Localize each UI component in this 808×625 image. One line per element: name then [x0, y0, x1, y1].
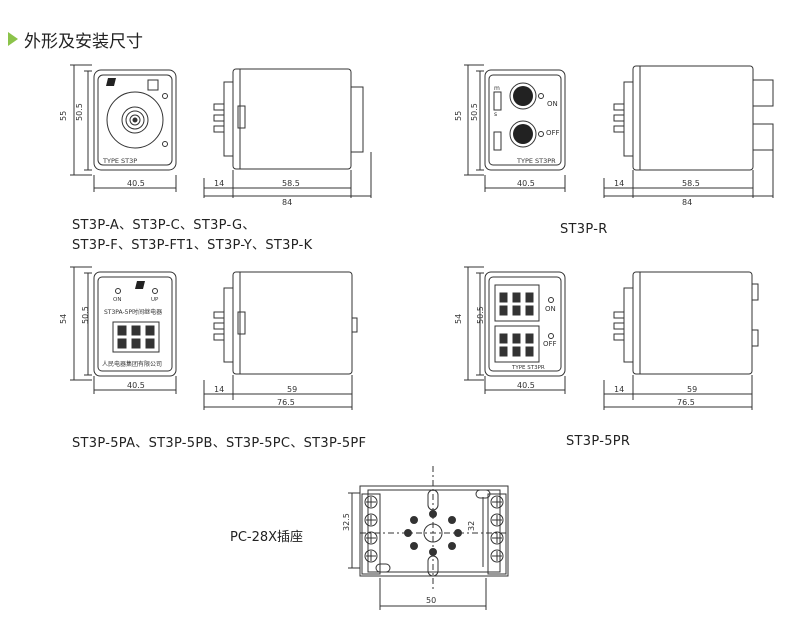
st3p-window [147, 79, 159, 91]
st3pr-side-knob-1 [752, 79, 774, 107]
st3p5-caption: ST3P-5PA、ST3P-5PB、ST3P-5PC、ST3P-5PF [72, 436, 367, 451]
svg-text:OFF: OFF [543, 340, 557, 348]
svg-text:32: 32 [467, 521, 476, 531]
svg-text:40.5: 40.5 [127, 381, 145, 390]
svg-text:58.5: 58.5 [682, 179, 700, 188]
st3p-knob-ribs [350, 86, 364, 153]
svg-text:55: 55 [59, 111, 68, 121]
svg-text:UP: UP [151, 297, 159, 303]
st3pr-knob-2 [509, 120, 537, 148]
st3p-caption-line-1: ST3P-A、ST3P-C、ST3P-G、 [72, 218, 256, 233]
svg-text:50.5: 50.5 [81, 306, 90, 324]
svg-text:14: 14 [614, 385, 624, 394]
st3pr-side-body [632, 65, 754, 171]
st3pr-front-case [484, 69, 566, 171]
st3pr-led-off [538, 131, 544, 137]
svg-text:TYPE ST3PR: TYPE ST3PR [511, 365, 545, 371]
svg-text:m: m [494, 85, 500, 92]
svg-text:50: 50 [426, 596, 436, 605]
svg-text:40.5: 40.5 [517, 381, 535, 390]
svg-text:84: 84 [682, 198, 692, 207]
st3p5-front-case [93, 271, 177, 377]
svg-text:32.5: 32.5 [342, 513, 351, 531]
socket-caption: PC-28X插座 [230, 530, 304, 545]
st3pr-drawing: ON OFF m s TYPE ST3PR 55 50.5 40.5 [454, 64, 774, 207]
st3p5pr-caption: ST3P-5PR [566, 434, 631, 449]
st3p-dial [106, 91, 164, 149]
st3p5-switch-block [112, 321, 160, 353]
section-title: 外形及安装尺寸 [24, 31, 143, 52]
st3pr-switch-1 [493, 91, 502, 111]
svg-text:ST3PA-5P时间继电器: ST3PA-5P时间继电器 [104, 308, 162, 316]
svg-text:40.5: 40.5 [127, 179, 145, 188]
svg-text:ON: ON [545, 305, 556, 313]
svg-text:14: 14 [214, 179, 224, 188]
socket-base [359, 485, 509, 577]
svg-text:s: s [494, 111, 497, 118]
st3p-side-base [223, 81, 234, 157]
st3p-caption-line-2: ST3P-F、ST3P-FT1、ST3P-Y、ST3P-K [72, 238, 313, 253]
st3pr-caption: ST3P-R [560, 222, 608, 237]
st3p-front-case [93, 69, 177, 171]
svg-text:14: 14 [614, 179, 624, 188]
st3p-led-1 [162, 93, 168, 99]
svg-text:OFF: OFF [546, 129, 560, 137]
socket-drawing: 32.5 32 50 [342, 466, 509, 610]
svg-text:50.5: 50.5 [470, 103, 479, 121]
st3pr-switch-2 [493, 131, 502, 151]
st3p5-side-body [232, 271, 353, 375]
svg-text:14: 14 [214, 385, 224, 394]
svg-text:59: 59 [687, 385, 697, 394]
st3p5-drawing: ON UP ST3PA-5P时间继电器 人民电器集团有限公司 54 50.5 4… [59, 266, 358, 410]
triangle-bullet-icon [8, 32, 18, 46]
st3p5pr-front-case [484, 271, 566, 377]
svg-text:54: 54 [59, 314, 68, 324]
st3p-front-panel [97, 74, 173, 166]
st3pr-knob-1 [509, 82, 537, 110]
st3p5pr-side-body [632, 271, 753, 375]
svg-text:59: 59 [287, 385, 297, 394]
svg-text:84: 84 [282, 198, 292, 207]
svg-text:76.5: 76.5 [677, 398, 695, 407]
section-header: 外形及安装尺寸 [8, 28, 143, 52]
svg-text:ON: ON [547, 100, 558, 108]
brand-logo-icon [135, 281, 145, 289]
st3pr-led-on [538, 93, 544, 99]
svg-text:人民电器集团有限公司: 人民电器集团有限公司 [102, 360, 162, 368]
svg-text:40.5: 40.5 [517, 179, 535, 188]
svg-text:50.5: 50.5 [476, 306, 485, 324]
svg-text:TYPE ST3PR: TYPE ST3PR [516, 157, 556, 165]
st3p-drawing: TYPE ST3P 55 50.5 40.5 [59, 64, 372, 207]
st3p-type-label: TYPE ST3P [102, 157, 137, 165]
st3p5pr-switch-block-2 [494, 325, 540, 363]
svg-text:58.5: 58.5 [282, 179, 300, 188]
brand-logo-icon [106, 78, 116, 86]
svg-text:50.5: 50.5 [75, 103, 84, 121]
svg-text:54: 54 [454, 314, 463, 324]
svg-text:76.5: 76.5 [277, 398, 295, 407]
svg-text:ON: ON [113, 297, 121, 303]
st3p5pr-drawing: ON OFF TYPE ST3PR 54 50.5 40.5 [454, 266, 759, 410]
st3pr-side-knob-2 [752, 123, 774, 151]
svg-text:55: 55 [454, 111, 463, 121]
st3p-side-body [232, 68, 352, 170]
st3p-dial-ring-1 [121, 106, 149, 134]
st3p5pr-switch-block-1 [494, 284, 540, 322]
st3p-led-2 [162, 141, 168, 147]
